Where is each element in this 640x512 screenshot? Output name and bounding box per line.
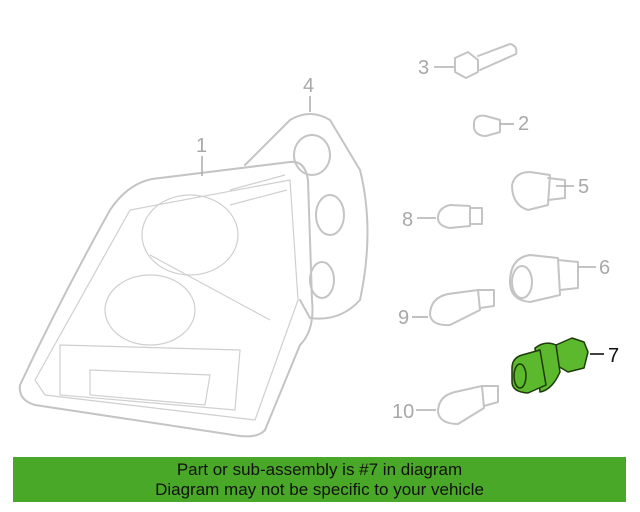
parts-diagram: 1 2 3 4 5 6 7 8 9 10 — [18, 43, 619, 438]
part-5-socket[interactable] — [511, 171, 566, 211]
callout-2: 2 — [518, 113, 529, 135]
part-8-bulb[interactable] — [437, 204, 483, 229]
part-6-socket[interactable] — [509, 254, 579, 303]
callout-1: 1 — [196, 135, 207, 157]
callout-9: 9 — [398, 307, 409, 329]
callout-8: 8 — [402, 209, 413, 231]
part-1-tail-lamp[interactable] — [18, 160, 314, 438]
callout-7: 7 — [608, 345, 619, 367]
part-3-bolt[interactable] — [454, 43, 518, 79]
callout-4: 4 — [303, 75, 314, 97]
part-2-clip[interactable] — [473, 114, 501, 137]
banner-line-2: Diagram may not be specific to your vehi… — [155, 480, 484, 499]
callout-6: 6 — [599, 257, 610, 279]
part-9-bulb[interactable] — [429, 289, 495, 327]
part-7-socket-highlighted[interactable] — [511, 337, 589, 394]
part-4-housing[interactable] — [244, 113, 369, 320]
callout-3: 3 — [418, 57, 429, 79]
callout-10: 10 — [392, 401, 414, 423]
callout-5: 5 — [578, 176, 589, 198]
info-banner: Part or sub-assembly is #7 in diagram Di… — [13, 457, 626, 502]
part-10-bulb[interactable] — [437, 385, 499, 425]
banner-line-1: Part or sub-assembly is #7 in diagram — [176, 460, 463, 479]
